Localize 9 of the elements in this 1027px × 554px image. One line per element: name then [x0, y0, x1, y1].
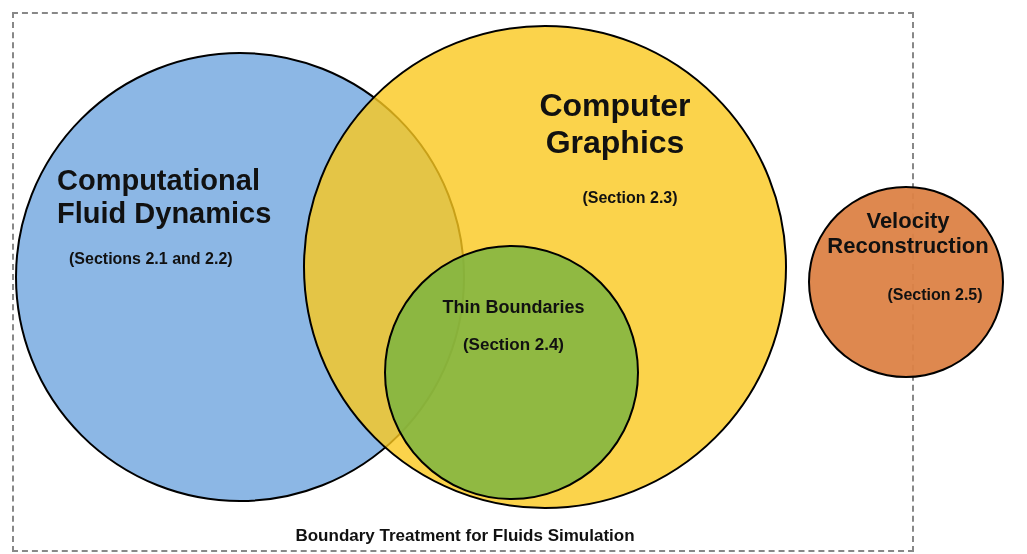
section-reference: (Section 2.3) [581, 189, 679, 208]
circle-title: Computer Graphics [538, 87, 692, 161]
circle-title: Thin Boundaries [441, 297, 586, 318]
section-reference: (Section 2.4) [461, 335, 566, 355]
circle-title: Computational Fluid Dynamics [57, 164, 273, 231]
section-reference: (Sections 2.1 and 2.2) [69, 250, 234, 269]
section-reference: (Section 2.5) [886, 286, 984, 305]
circle-title: Velocity Reconstruction [826, 208, 990, 259]
diagram-heading: Boundary Treatment for Fluids Simulation [294, 526, 636, 546]
